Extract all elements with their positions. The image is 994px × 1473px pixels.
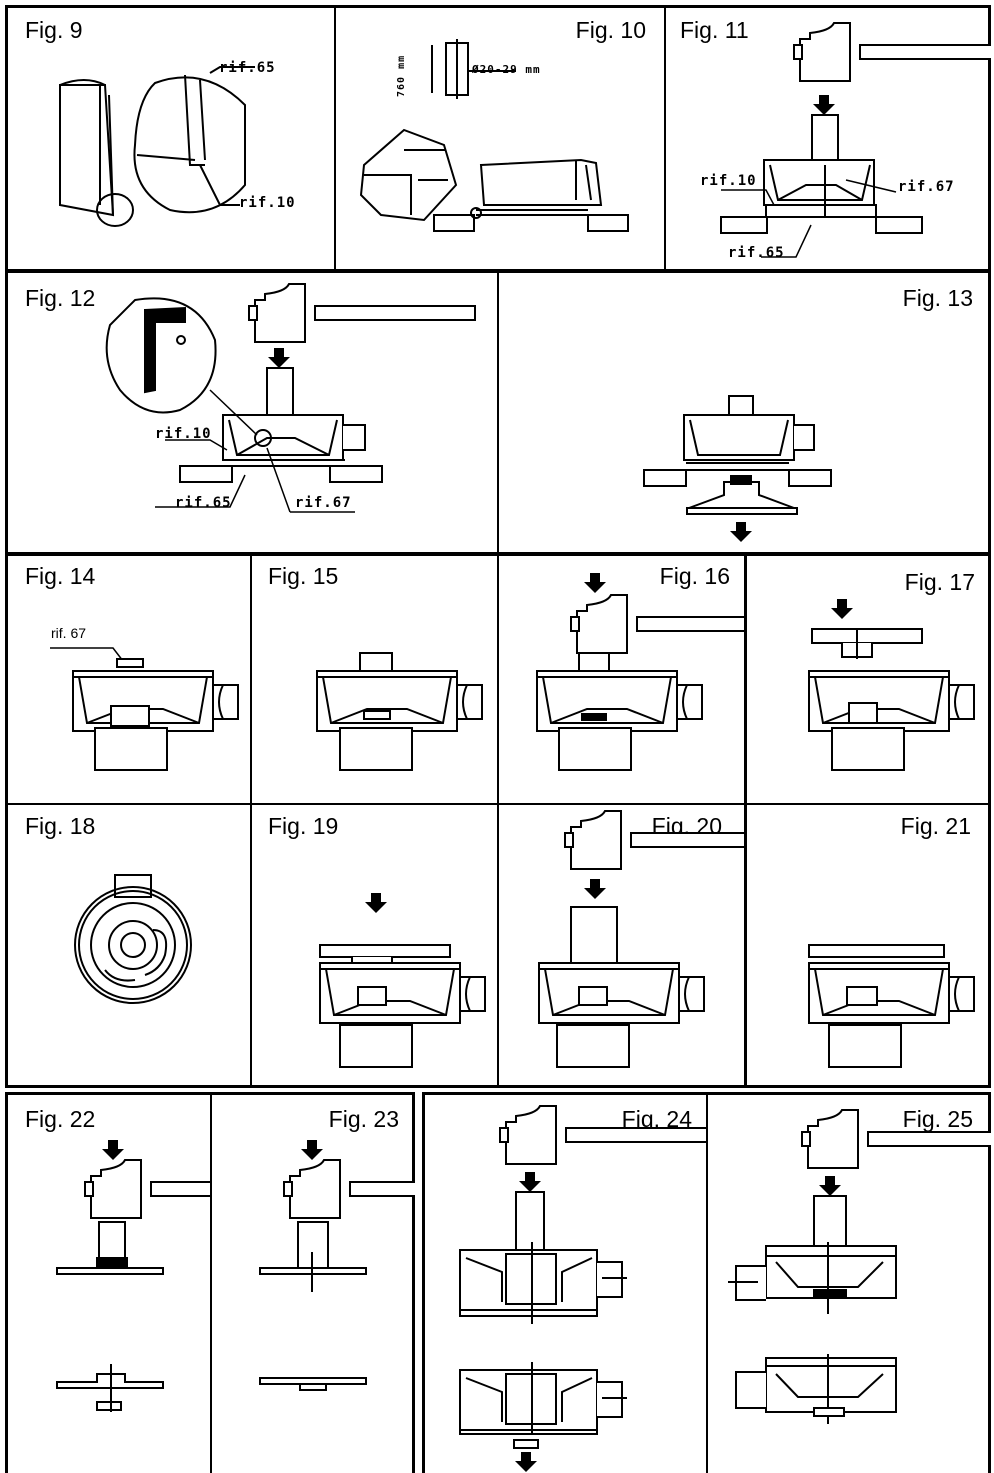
panel-fig20: Fig. 20 bbox=[499, 805, 744, 1088]
panel-fig13: Fig. 13 bbox=[499, 270, 991, 555]
fig15-label: Fig. 15 bbox=[268, 563, 339, 589]
fig17-label: Fig. 17 bbox=[904, 569, 975, 595]
fig11-label: Fig. 11 bbox=[680, 17, 749, 43]
panel-fig14: Fig. 14 rif. 67 bbox=[5, 553, 250, 803]
fig21-label: Fig. 21 bbox=[900, 813, 971, 839]
fig15-drawing bbox=[316, 553, 483, 771]
fig9-label: Fig. 9 bbox=[25, 17, 83, 43]
fig25-label: Fig. 25 bbox=[902, 1106, 973, 1132]
fig16-label: Fig. 16 bbox=[659, 563, 730, 589]
panel-fig15: Fig. 15 bbox=[252, 553, 497, 803]
panel-fig25: Fig. 25 bbox=[708, 1092, 991, 1473]
panel-fig22: Fig. 22 bbox=[5, 1092, 210, 1473]
fig9-ref-65: rif.65 bbox=[219, 60, 276, 76]
fig24-label: Fig. 24 bbox=[621, 1106, 692, 1132]
fig10-dim-diameter: Ø20-29 mm bbox=[472, 63, 541, 76]
fig10-dim-length: 760 mm bbox=[396, 54, 407, 97]
panel-fig12: Fig. 12 rif.10 rif.65 rif.67 bbox=[5, 270, 497, 555]
fig19-label: Fig. 19 bbox=[268, 813, 339, 839]
fig18-drawing bbox=[5, 805, 250, 1088]
fig11-ref-67: rif.67 bbox=[898, 179, 955, 195]
fig9-ref-10: rif.10 bbox=[239, 195, 296, 211]
panel-fig23: Fig. 23 bbox=[212, 1092, 415, 1473]
fig20-drawing bbox=[538, 810, 744, 1068]
fig24-drawing bbox=[422, 1105, 706, 1472]
divider bbox=[497, 270, 499, 555]
panel-fig24: Fig. 24 bbox=[422, 1092, 706, 1473]
divider bbox=[664, 5, 666, 272]
fig14-drawing bbox=[5, 553, 239, 771]
fig20-label: Fig. 20 bbox=[651, 813, 722, 839]
divider bbox=[744, 553, 747, 1088]
fig21-drawing bbox=[808, 805, 975, 1068]
divider bbox=[706, 1092, 708, 1473]
fig11-ref-10: rif.10 bbox=[700, 173, 757, 189]
divider bbox=[250, 553, 252, 1088]
fig19-drawing bbox=[319, 893, 486, 1068]
panel-fig19: Fig. 19 bbox=[252, 805, 497, 1088]
fig11-drawing bbox=[666, 22, 991, 272]
fig22-drawing bbox=[5, 1140, 210, 1473]
panel-fig11: Fig. 11 rif.10 rif.67 rif.65 bbox=[666, 5, 991, 272]
fig12-ref-67: rif.67 bbox=[295, 495, 352, 511]
divider bbox=[210, 1092, 212, 1473]
panel-fig18: Fig. 18 bbox=[5, 805, 250, 1088]
fig14-label: Fig. 14 bbox=[25, 563, 96, 589]
panel-fig9: Fig. 9 rif.65 rif.10 bbox=[5, 5, 334, 272]
fig23-label: Fig. 23 bbox=[328, 1106, 399, 1132]
panel-fig10: Fig. 10 760 mm Ø20-29 mm bbox=[336, 5, 664, 272]
fig9-drawing bbox=[5, 5, 334, 272]
fig12-label: Fig. 12 bbox=[25, 285, 96, 311]
fig22-label: Fig. 22 bbox=[25, 1106, 96, 1132]
fig11-ref-65: rif.65 bbox=[728, 245, 785, 261]
fig17-drawing bbox=[808, 599, 975, 771]
fig16-drawing bbox=[536, 573, 744, 771]
divider bbox=[497, 553, 499, 1088]
fig13-drawing bbox=[499, 270, 991, 542]
fig18-label: Fig. 18 bbox=[25, 813, 96, 839]
panel-fig17: Fig. 17 bbox=[747, 553, 991, 803]
fig14-ref-67: rif. 67 bbox=[51, 625, 87, 641]
fig13-label: Fig. 13 bbox=[902, 285, 973, 311]
panel-fig21: Fig. 21 bbox=[747, 805, 991, 1088]
fig12-drawing bbox=[5, 283, 476, 555]
fig10-drawing bbox=[336, 5, 664, 272]
panel-fig16: Fig. 16 bbox=[499, 553, 744, 803]
fig10-label: Fig. 10 bbox=[575, 17, 646, 43]
fig12-ref-65: rif.65 bbox=[175, 495, 232, 511]
fig12-ref-10: rif.10 bbox=[155, 426, 212, 442]
fig23-drawing bbox=[212, 1140, 415, 1473]
divider bbox=[334, 5, 336, 272]
fig25-drawing bbox=[708, 1109, 991, 1473]
